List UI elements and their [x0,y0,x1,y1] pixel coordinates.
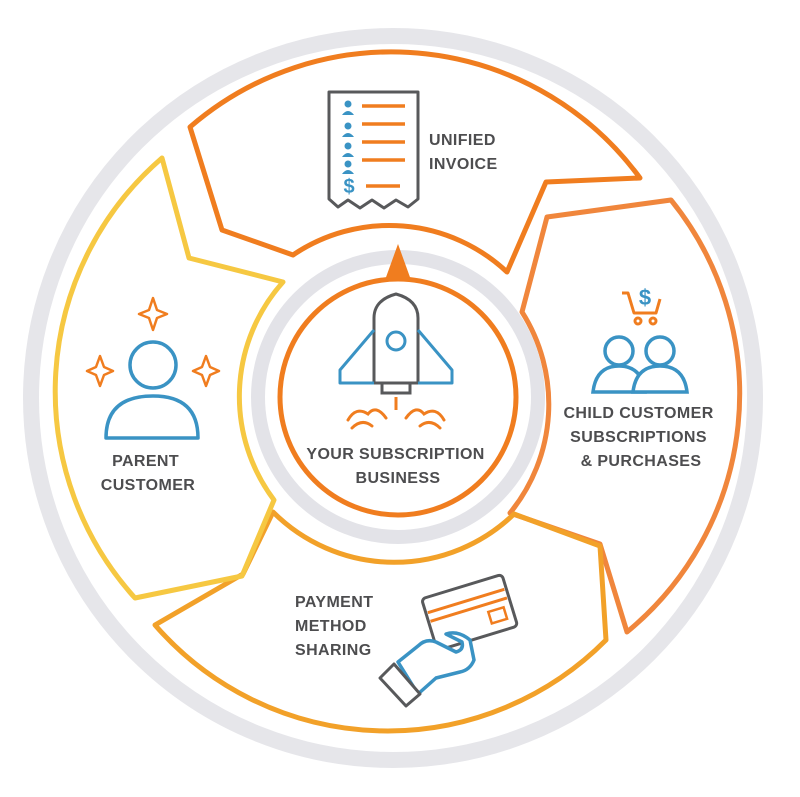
center-line-2: BUSINESS [356,470,441,487]
segment-payment-method-line-3: SHARING [295,642,372,659]
segment-child-customer-shape [507,197,743,635]
hand-card-icon [378,573,519,708]
segment-unified-invoice: $ UNIFIED INVOICE [187,49,643,275]
segment-unified-invoice-label: UNIFIED INVOICE [429,132,501,173]
segment-child-customer-label: CHILD CUSTOMER SUBSCRIPTIONS & PURCHASES [563,405,718,470]
cart-dollar-sign: $ [639,285,651,310]
parent-customer-icon [85,296,221,440]
segment-child-customer-line-3: & PURCHASES [581,453,702,470]
segment-child-customer: $ CHILD CUSTOMER SUBSCRIPTIONS & PURCHAS… [507,197,743,635]
segment-unified-invoice-shape [187,49,643,275]
customers-cart-icon: $ [591,285,689,394]
invoice-dollar-sign: $ [343,176,354,198]
segment-payment-method: PAYMENT METHOD SHARING [152,509,609,734]
segment-unified-invoice-line-1: UNIFIED [429,132,496,149]
center-hub: YOUR SUBSCRIPTION BUSINESS [251,244,545,544]
segment-payment-method-line-2: METHOD [295,618,367,635]
outer-ring [23,28,763,768]
segment-payment-method-label: PAYMENT METHOD SHARING [295,594,378,659]
invoice-icon: $ [327,90,420,210]
segment-parent-customer-shape [52,155,286,601]
segment-child-customer-line-1: CHILD CUSTOMER [563,405,713,422]
center-pointer-arrow [385,244,411,280]
segment-unified-invoice-line-2: INVOICE [429,156,498,173]
segment-payment-method-shape [152,509,609,734]
center-line-1: YOUR SUBSCRIPTION [306,446,484,463]
segment-parent-customer-line-1: PARENT [112,453,179,470]
segment-parent-customer-line-2: CUSTOMER [101,477,196,494]
segment-parent-customer-label: PARENT CUSTOMER [101,453,196,494]
rocket-icon [338,292,454,430]
center-label: YOUR SUBSCRIPTION BUSINESS [306,446,489,487]
segment-child-customer-line-2: SUBSCRIPTIONS [570,429,707,446]
segment-payment-method-line-1: PAYMENT [295,594,373,611]
segment-parent-customer: PARENT CUSTOMER [52,155,286,601]
